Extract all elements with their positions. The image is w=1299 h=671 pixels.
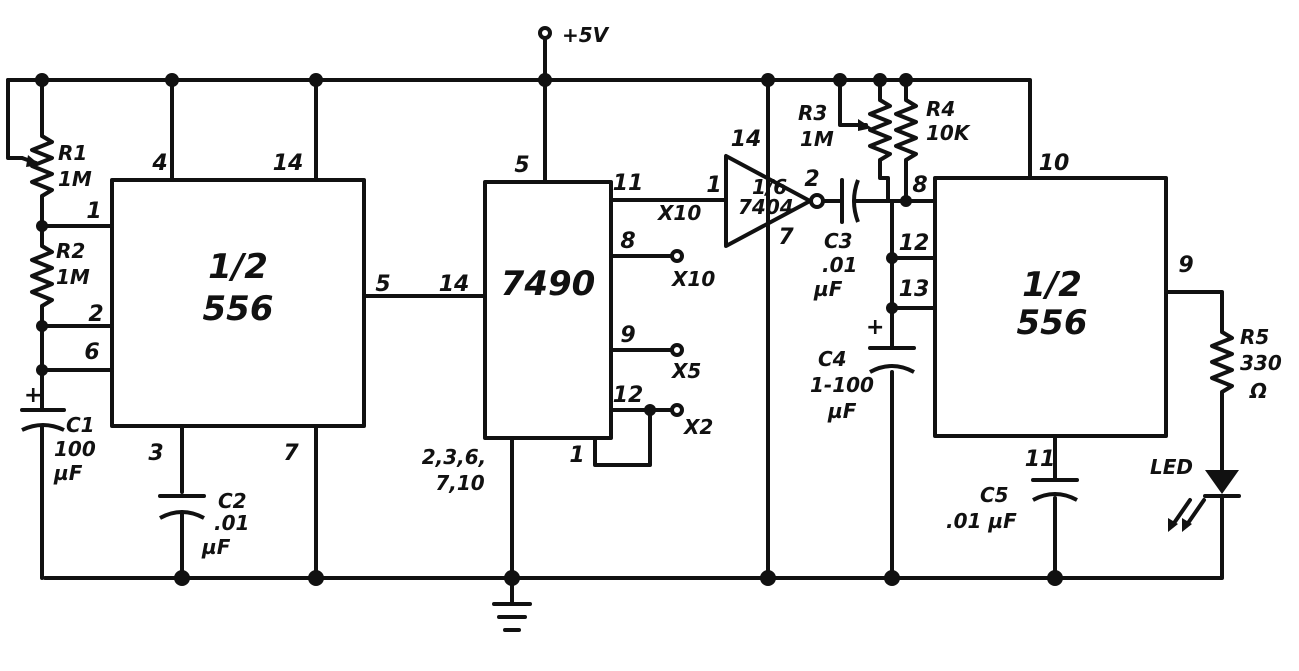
capacitor-c3: C3 .01 µF xyxy=(813,178,937,301)
c2-value: .01 xyxy=(214,511,249,535)
c4-unit: µF xyxy=(827,399,857,423)
c5-value: .01 µF xyxy=(946,509,1017,533)
junction-dots xyxy=(35,73,1063,586)
led-diode: LED xyxy=(1150,455,1241,532)
r2-value: 1M xyxy=(56,265,90,289)
timer-a-pin-7: 7 xyxy=(283,441,299,466)
counter-pin-5: 5 xyxy=(514,153,529,178)
counter-pin-9: 9 xyxy=(620,323,635,348)
c3-name: C3 xyxy=(824,229,853,253)
timer-b-wires xyxy=(890,199,1224,580)
resistor-r2: R2 1M xyxy=(30,239,90,402)
timer-a-pin-1: 1 xyxy=(86,199,101,224)
power-rail xyxy=(6,78,1032,180)
c1-name: C1 xyxy=(66,413,95,437)
counter-gnd-pins-b: 7,10 xyxy=(435,471,484,495)
timer-a-pin-3: 3 xyxy=(148,441,163,466)
resistor-r5: R5 330 Ω xyxy=(1210,325,1282,472)
inverter-label-2: 7404 xyxy=(738,195,794,219)
c3-value: .01 xyxy=(822,253,857,277)
timer-a-label-1: 1/2 xyxy=(208,247,268,287)
inverter-pin-14: 14 xyxy=(731,127,762,152)
c4-polarity: + xyxy=(866,315,884,340)
inverter-pin-2: 2 xyxy=(804,167,819,192)
counter-pin-14: 14 xyxy=(439,272,470,297)
timer-b-pin-11: 11 xyxy=(1025,447,1056,472)
r5-name: R5 xyxy=(1240,325,1269,349)
supply-label: +5V xyxy=(562,23,610,47)
c1-unit: µF xyxy=(53,461,83,485)
counter-pin-8: 8 xyxy=(620,229,635,254)
timer-a-pin-14: 14 xyxy=(273,151,304,176)
ground-rail xyxy=(43,496,1224,580)
timer-b-pin-12: 12 xyxy=(899,231,930,256)
timer-b-label-2: 556 xyxy=(1017,303,1088,343)
c4-value: 1-100 xyxy=(810,373,874,397)
resistor-r1: R1 1M xyxy=(20,78,92,248)
inverter-pin-1: 1 xyxy=(706,173,721,198)
capacitor-c5: C5 .01 µF xyxy=(946,478,1079,533)
r2-name: R2 xyxy=(56,239,85,263)
timer-b-label-1: 1/2 xyxy=(1022,265,1082,305)
timer-a-wires xyxy=(40,78,487,580)
r4-value: 10K xyxy=(926,121,971,145)
counter-pin-11: 11 xyxy=(613,171,644,196)
counter-gnd-pins-a: 2,3,6, xyxy=(422,445,487,469)
x10-wire-label: X10 xyxy=(656,201,701,225)
supply-terminal: +5V xyxy=(538,23,610,82)
counter-label: 7490 xyxy=(501,264,596,304)
timer-a-pin-2: 2 xyxy=(88,302,103,327)
inverter-pin-7: 7 xyxy=(778,225,794,250)
timer-a-pin-6: 6 xyxy=(84,340,99,365)
counter-wires: X10 X10 X5 X2 xyxy=(510,78,728,580)
timer-b-pin-10: 10 xyxy=(1039,151,1070,176)
c3-unit: µF xyxy=(813,277,843,301)
resistor-r3: R3 1M xyxy=(798,78,892,203)
timer-b-pin-9: 9 xyxy=(1178,253,1193,278)
c4-name: C4 xyxy=(818,347,847,371)
r5-value: 330 xyxy=(1240,351,1282,375)
tap-x10-label: X10 xyxy=(670,267,715,291)
timer-b-pin-13: 13 xyxy=(899,277,930,302)
capacitor-c2: C2 .01 µF xyxy=(158,489,249,559)
capacitor-c1: + C1 100 µF xyxy=(20,383,96,580)
counter-pin-12: 12 xyxy=(613,383,644,408)
counter-7490: 7490 5 11 14 8 9 12 1 2,3,6, 7,10 xyxy=(422,153,644,495)
r5-unit: Ω xyxy=(1249,379,1267,403)
r3-value: 1M xyxy=(800,127,834,151)
timer-a-pin-5: 5 xyxy=(375,272,390,297)
r1-name: R1 xyxy=(58,141,87,165)
timer-a-label-2: 556 xyxy=(203,289,274,329)
c5-name: C5 xyxy=(980,483,1009,507)
capacitor-c4: + C4 1-100 µF xyxy=(810,315,916,423)
counter-pin-1: 1 xyxy=(569,443,584,468)
c1-polarity: + xyxy=(24,383,42,408)
r3-name: R3 xyxy=(798,101,827,125)
timer-556-a: 1/2 556 4 14 1 2 6 5 3 7 xyxy=(84,151,390,466)
timer-a-pin-4: 4 xyxy=(151,151,167,176)
led-label: LED xyxy=(1150,455,1193,479)
resistor-r4: R4 10K xyxy=(894,78,971,203)
tap-x2-label: X2 xyxy=(682,415,713,439)
c2-name: C2 xyxy=(218,489,247,513)
c1-value: 100 xyxy=(54,437,96,461)
r1-value: 1M xyxy=(58,167,92,191)
c2-unit: µF xyxy=(201,535,231,559)
r4-name: R4 xyxy=(926,97,955,121)
timer-556-b: 1/2 556 10 8 12 13 9 11 xyxy=(899,151,1194,472)
timer-b-pin-8: 8 xyxy=(912,173,927,198)
tap-x5-label: X5 xyxy=(670,359,701,383)
